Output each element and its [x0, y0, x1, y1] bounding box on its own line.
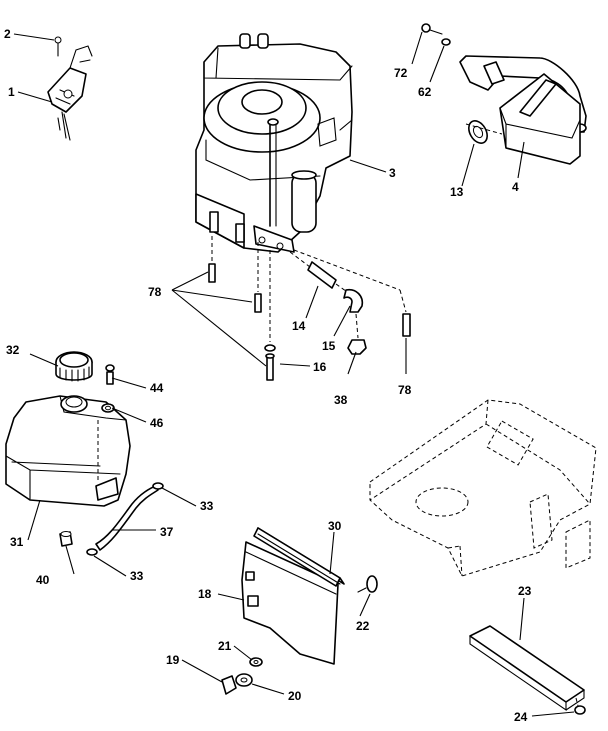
engine — [195, 33, 353, 253]
callout-13: 13 — [450, 185, 464, 199]
callout-18: 18 — [198, 587, 212, 601]
callout-78-right: 78 — [398, 383, 412, 397]
callout-23: 23 — [518, 584, 532, 598]
callout-40: 40 — [36, 573, 50, 587]
chassis-frame — [369, 399, 597, 577]
callout-24: 24 — [514, 710, 528, 724]
callout-20: 20 — [288, 689, 302, 703]
callout-33-upper: 33 — [200, 499, 214, 513]
fuel-tank — [5, 351, 164, 556]
callout-30: 30 — [328, 519, 342, 533]
callout-33-lower: 33 — [130, 569, 144, 583]
callout-21: 21 — [218, 639, 232, 653]
callout-46: 46 — [150, 416, 164, 430]
callout-19: 19 — [166, 653, 180, 667]
callout-14: 14 — [292, 319, 306, 333]
callout-22: 22 — [356, 619, 370, 633]
leader-lines — [13, 31, 575, 717]
callout-3: 3 — [389, 166, 396, 180]
throttle-control — [47, 36, 93, 141]
muffler — [421, 23, 587, 165]
callout-1: 1 — [8, 85, 15, 99]
callout-72: 72 — [394, 66, 408, 80]
callout-15: 15 — [322, 339, 336, 353]
callout-44: 44 — [150, 381, 164, 395]
engine-bolts — [208, 236, 276, 381]
side-panel — [221, 527, 378, 695]
callout-78-left: 78 — [148, 285, 162, 299]
callout-labels: 1 2 3 4 13 14 15 16 18 19 20 21 22 23 24… — [4, 27, 532, 724]
bracket-plate — [469, 625, 586, 715]
callout-4: 4 — [512, 180, 519, 194]
callout-38: 38 — [334, 393, 348, 407]
callout-16: 16 — [313, 360, 327, 374]
callout-2: 2 — [4, 27, 11, 41]
fuel-fittings — [289, 249, 411, 355]
callout-31: 31 — [10, 535, 24, 549]
callout-37: 37 — [160, 525, 174, 539]
callout-62: 62 — [418, 85, 432, 99]
callout-32: 32 — [6, 343, 20, 357]
